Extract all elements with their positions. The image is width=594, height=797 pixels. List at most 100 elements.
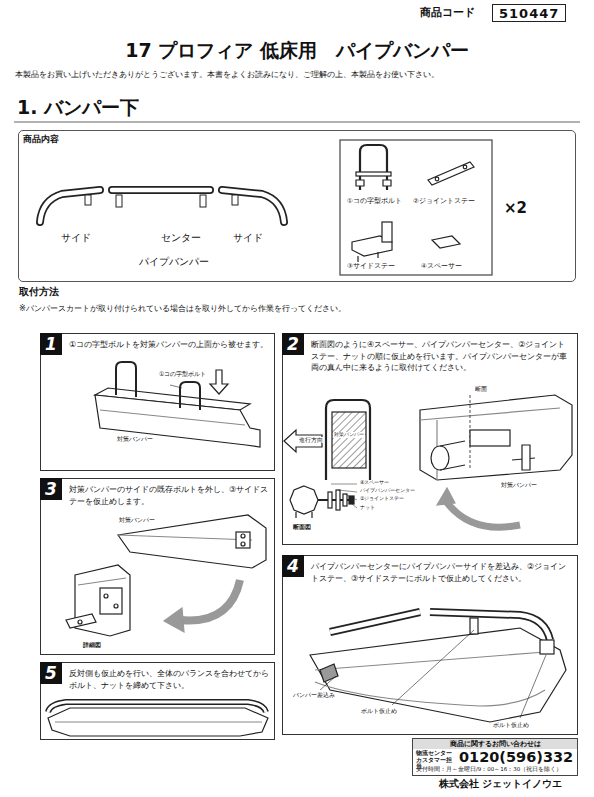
- step2-figure: [284, 395, 572, 527]
- part-label: ④スペーサー: [359, 480, 390, 486]
- small-parts-shape: [356, 180, 364, 186]
- page-title: 17 プロフィア 低床用 パイプバンパー: [0, 38, 594, 64]
- step4-figure-shape: [330, 612, 420, 632]
- step2-figure-shape: [431, 446, 449, 470]
- part-label: ④スペーサー: [420, 263, 463, 270]
- step2-figure-shape: [338, 490, 357, 492]
- heading-rule: [14, 122, 580, 123]
- step1-figure-shape: [95, 395, 260, 447]
- small-parts-shape: [377, 252, 378, 258]
- phone-number: 0120(596)332: [459, 749, 573, 765]
- step3-figure-shape: [78, 578, 126, 585]
- section-heading: 取付方法: [18, 286, 60, 298]
- step-number: 2: [282, 333, 304, 355]
- step3-figure-shape: [180, 580, 240, 621]
- step2-figure-shape: [522, 445, 530, 470]
- step-number: 3: [40, 478, 62, 500]
- step-panel: 1 ①コの字型ボルトを対策バンパーの上面から被せます。: [40, 333, 275, 471]
- small-parts-shape: [463, 165, 467, 169]
- step1-figure-shape: [210, 370, 228, 394]
- step4-figure-shape: [320, 664, 338, 682]
- part-label: ③サイドステー: [346, 263, 396, 270]
- part-label: ボルト仮止め: [492, 722, 530, 729]
- small-parts-shape: [357, 256, 358, 262]
- step-number: 1: [40, 333, 62, 355]
- step3-figure: [66, 515, 266, 636]
- panel-heading: 商品内容: [23, 134, 59, 146]
- step4-figure-shape: [315, 652, 545, 670]
- section-heading: 1. バンパー下: [16, 97, 140, 119]
- step4-figure-shape: [470, 618, 478, 634]
- step5-figure-shape: [48, 702, 266, 712]
- step4-figure-shape: [320, 676, 336, 690]
- step1-figure-shape: [180, 382, 200, 410]
- step2-figure-shape: [470, 430, 510, 446]
- step3-figure-shape: [241, 534, 245, 538]
- step5-figure-shape: [48, 708, 268, 736]
- part-label: 対策バンパー: [116, 436, 154, 443]
- product-code: 商品コード510447: [416, 4, 578, 25]
- step2-figure-shape: [296, 512, 312, 518]
- step3-figure-shape: [104, 594, 108, 598]
- part-label: 対策バンパー: [333, 432, 365, 438]
- step2-figure-shape: [326, 400, 370, 480]
- step-panel: 3対策バンパーのサイドの既存ボルトを外し、③サイドステーを仮止めします。: [40, 478, 275, 655]
- step2-figure-shape: [328, 492, 332, 508]
- step3-figure-shape: [66, 614, 96, 628]
- part-label: バンパー差込み: [292, 692, 336, 699]
- step3-figure-shape: [100, 588, 122, 614]
- pipe-bumper-parts-shape: [232, 195, 238, 205]
- step2-figure-shape: [420, 408, 560, 420]
- step4-figure-shape: [430, 612, 550, 640]
- pipe-bumper-parts-shape: [85, 195, 91, 205]
- note-text: 本製品をお買い上げいただきありがとうございます。本書をよくお読みになり、ご理解の…: [14, 70, 440, 79]
- part-label: 進行方向: [298, 437, 324, 443]
- step-text: ①コの字型ボルトを対策バンパーの上面から被せます。: [69, 339, 270, 351]
- step2-figure-shape: [445, 500, 520, 527]
- small-parts-shape: [382, 222, 392, 242]
- step3-figure-shape: [118, 515, 266, 568]
- step2-figure-shape: [420, 395, 572, 480]
- step-number: 5: [40, 662, 62, 684]
- part-label: ①コの字型ボルト: [158, 371, 207, 378]
- step-number: 4: [282, 555, 304, 577]
- step2-figure-shape: [290, 486, 318, 514]
- code-label: 商品コード: [416, 4, 479, 22]
- step3-figure-shape: [118, 535, 252, 540]
- pipe-bumper-parts-shape: [112, 188, 210, 193]
- step4-figure: [310, 612, 566, 722]
- small-parts-shape: [435, 177, 439, 181]
- pipe-bumper-parts-shape: [40, 190, 100, 222]
- step4-figure-shape: [392, 630, 474, 705]
- pipe-bumper-parts-shape: [40, 190, 100, 222]
- step-text: 断面図のように④スペーサー、パイプバンパーセンター、②ジョイントステー、ナットの…: [311, 339, 573, 374]
- step3-figure-shape: [78, 620, 82, 624]
- small-parts-shape: [428, 162, 474, 185]
- step1-figure-shape: [170, 385, 182, 388]
- part-label: サイド: [60, 232, 92, 244]
- step5-figure-shape: [48, 702, 266, 712]
- step2-figure-shape: [440, 441, 465, 470]
- part-label: パイプバンパーセンター: [359, 488, 416, 494]
- step3-figure-shape: [241, 542, 245, 546]
- step4-figure-shape: [520, 655, 546, 718]
- step-text: 反対側も仮止めを行い、全体のバランスを合わせてからボルト、ナットを締めて下さい。: [69, 668, 270, 691]
- part-label: ナット: [359, 505, 376, 511]
- part-label: パイプバンパー: [138, 256, 210, 268]
- pipe-bumper-parts-shape: [222, 190, 284, 222]
- step4-figure-shape: [330, 612, 420, 632]
- step2-figure-shape: [352, 504, 357, 508]
- step5-figure: [48, 702, 268, 736]
- part-label: 対策バンパー: [118, 517, 156, 524]
- part-label: ①コの字型ボルト: [346, 198, 403, 205]
- note-text: ※バンパースカートが取り付けられている場合はを取り外してから作業を行ってください…: [18, 304, 347, 313]
- part-label: センター: [160, 232, 202, 244]
- small-parts-shape: [432, 236, 460, 248]
- pipe-bumper-parts-shape: [222, 190, 284, 222]
- small-parts-shape: [356, 172, 391, 176]
- company-name: 株式会社 ジェットイノウエ: [438, 778, 563, 790]
- pipe-bumper-parts-shape: [116, 195, 122, 207]
- part-label: ボルト仮止め: [360, 708, 398, 715]
- step2-figure-shape: [332, 412, 366, 468]
